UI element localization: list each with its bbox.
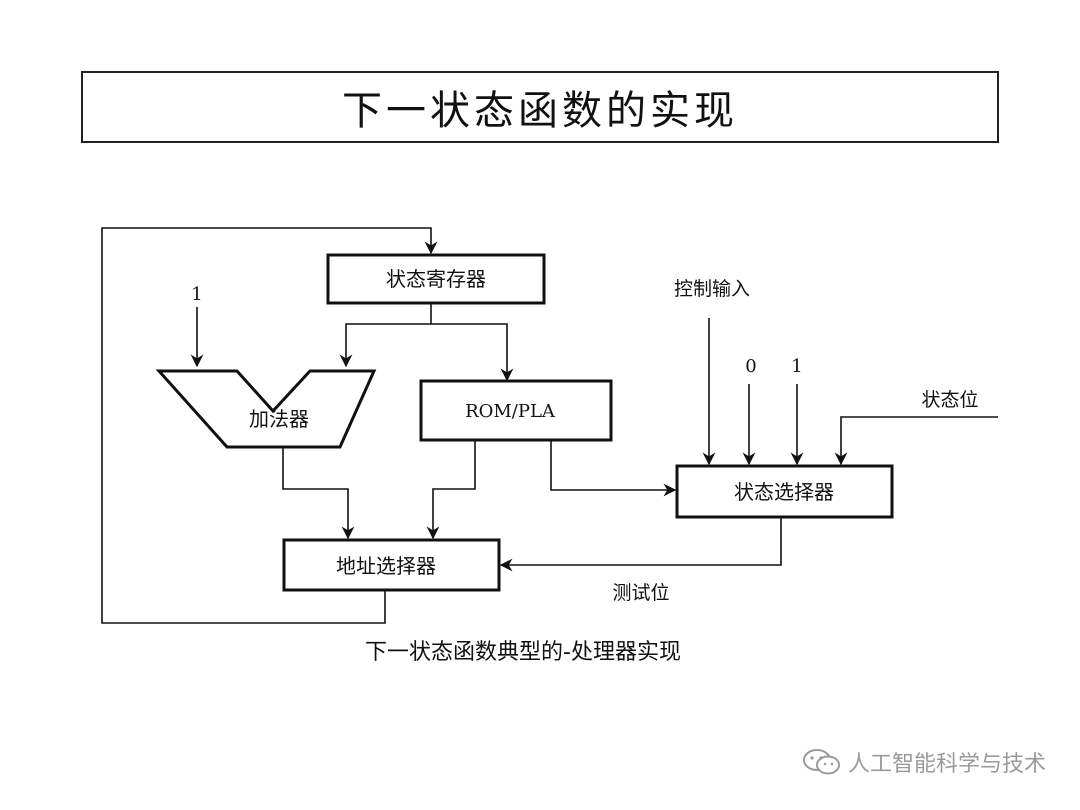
watermark-text: 人工智能科学与技术 <box>847 752 1046 777</box>
control-input-label: 控制输入 <box>674 278 750 300</box>
register-to-rom-wire <box>431 323 514 382</box>
rom-pla-label: ROM/PLA <box>465 401 556 422</box>
title-box: 下一状态函数的实现 <box>81 71 999 143</box>
address-selector-label: 地址选择器 <box>336 554 436 578</box>
state-selector-block: 状态选择器 <box>675 464 894 519</box>
adder-shape <box>155 369 377 449</box>
rom-pla-block: ROM/PLA <box>419 379 613 442</box>
adder-input-one-label: 1 <box>191 284 202 305</box>
state-selector-label: 状态选择器 <box>734 480 834 504</box>
wechat-icon <box>802 749 840 775</box>
address-selector-box <box>282 538 501 592</box>
adder-to-address-wire <box>282 447 355 540</box>
feedback-wire <box>101 227 438 624</box>
state-bit-label: 状态位 <box>921 389 978 411</box>
register-to-adder-wire <box>339 323 431 368</box>
state-selector-box <box>675 464 894 519</box>
state-register-block: 状态寄存器 <box>326 253 546 305</box>
address-selector-block: 地址选择器 <box>282 538 501 592</box>
zero-input-label: 0 <box>745 356 756 377</box>
adder-block: 加法器 <box>155 369 377 449</box>
rom-pla-box <box>419 379 613 442</box>
state-register-label: 状态寄存器 <box>386 267 486 291</box>
test-bit-label: 测试位 <box>612 582 669 604</box>
diagram-caption: 下一状态函数典型的-处理器实现 <box>365 640 681 665</box>
rom-to-state-selector-wire <box>550 440 677 497</box>
watermark: 人工智能科学与技术 <box>802 746 1046 778</box>
adder-label: 加法器 <box>249 407 309 431</box>
wires <box>101 227 998 624</box>
one-input-label: 1 <box>791 356 802 377</box>
test-bit-wire <box>499 517 782 572</box>
rom-to-address-wire <box>426 440 476 540</box>
state-bit-wire <box>834 416 998 466</box>
state-register-box <box>326 253 546 305</box>
page-title: 下一状态函数的实现 <box>342 88 738 134</box>
